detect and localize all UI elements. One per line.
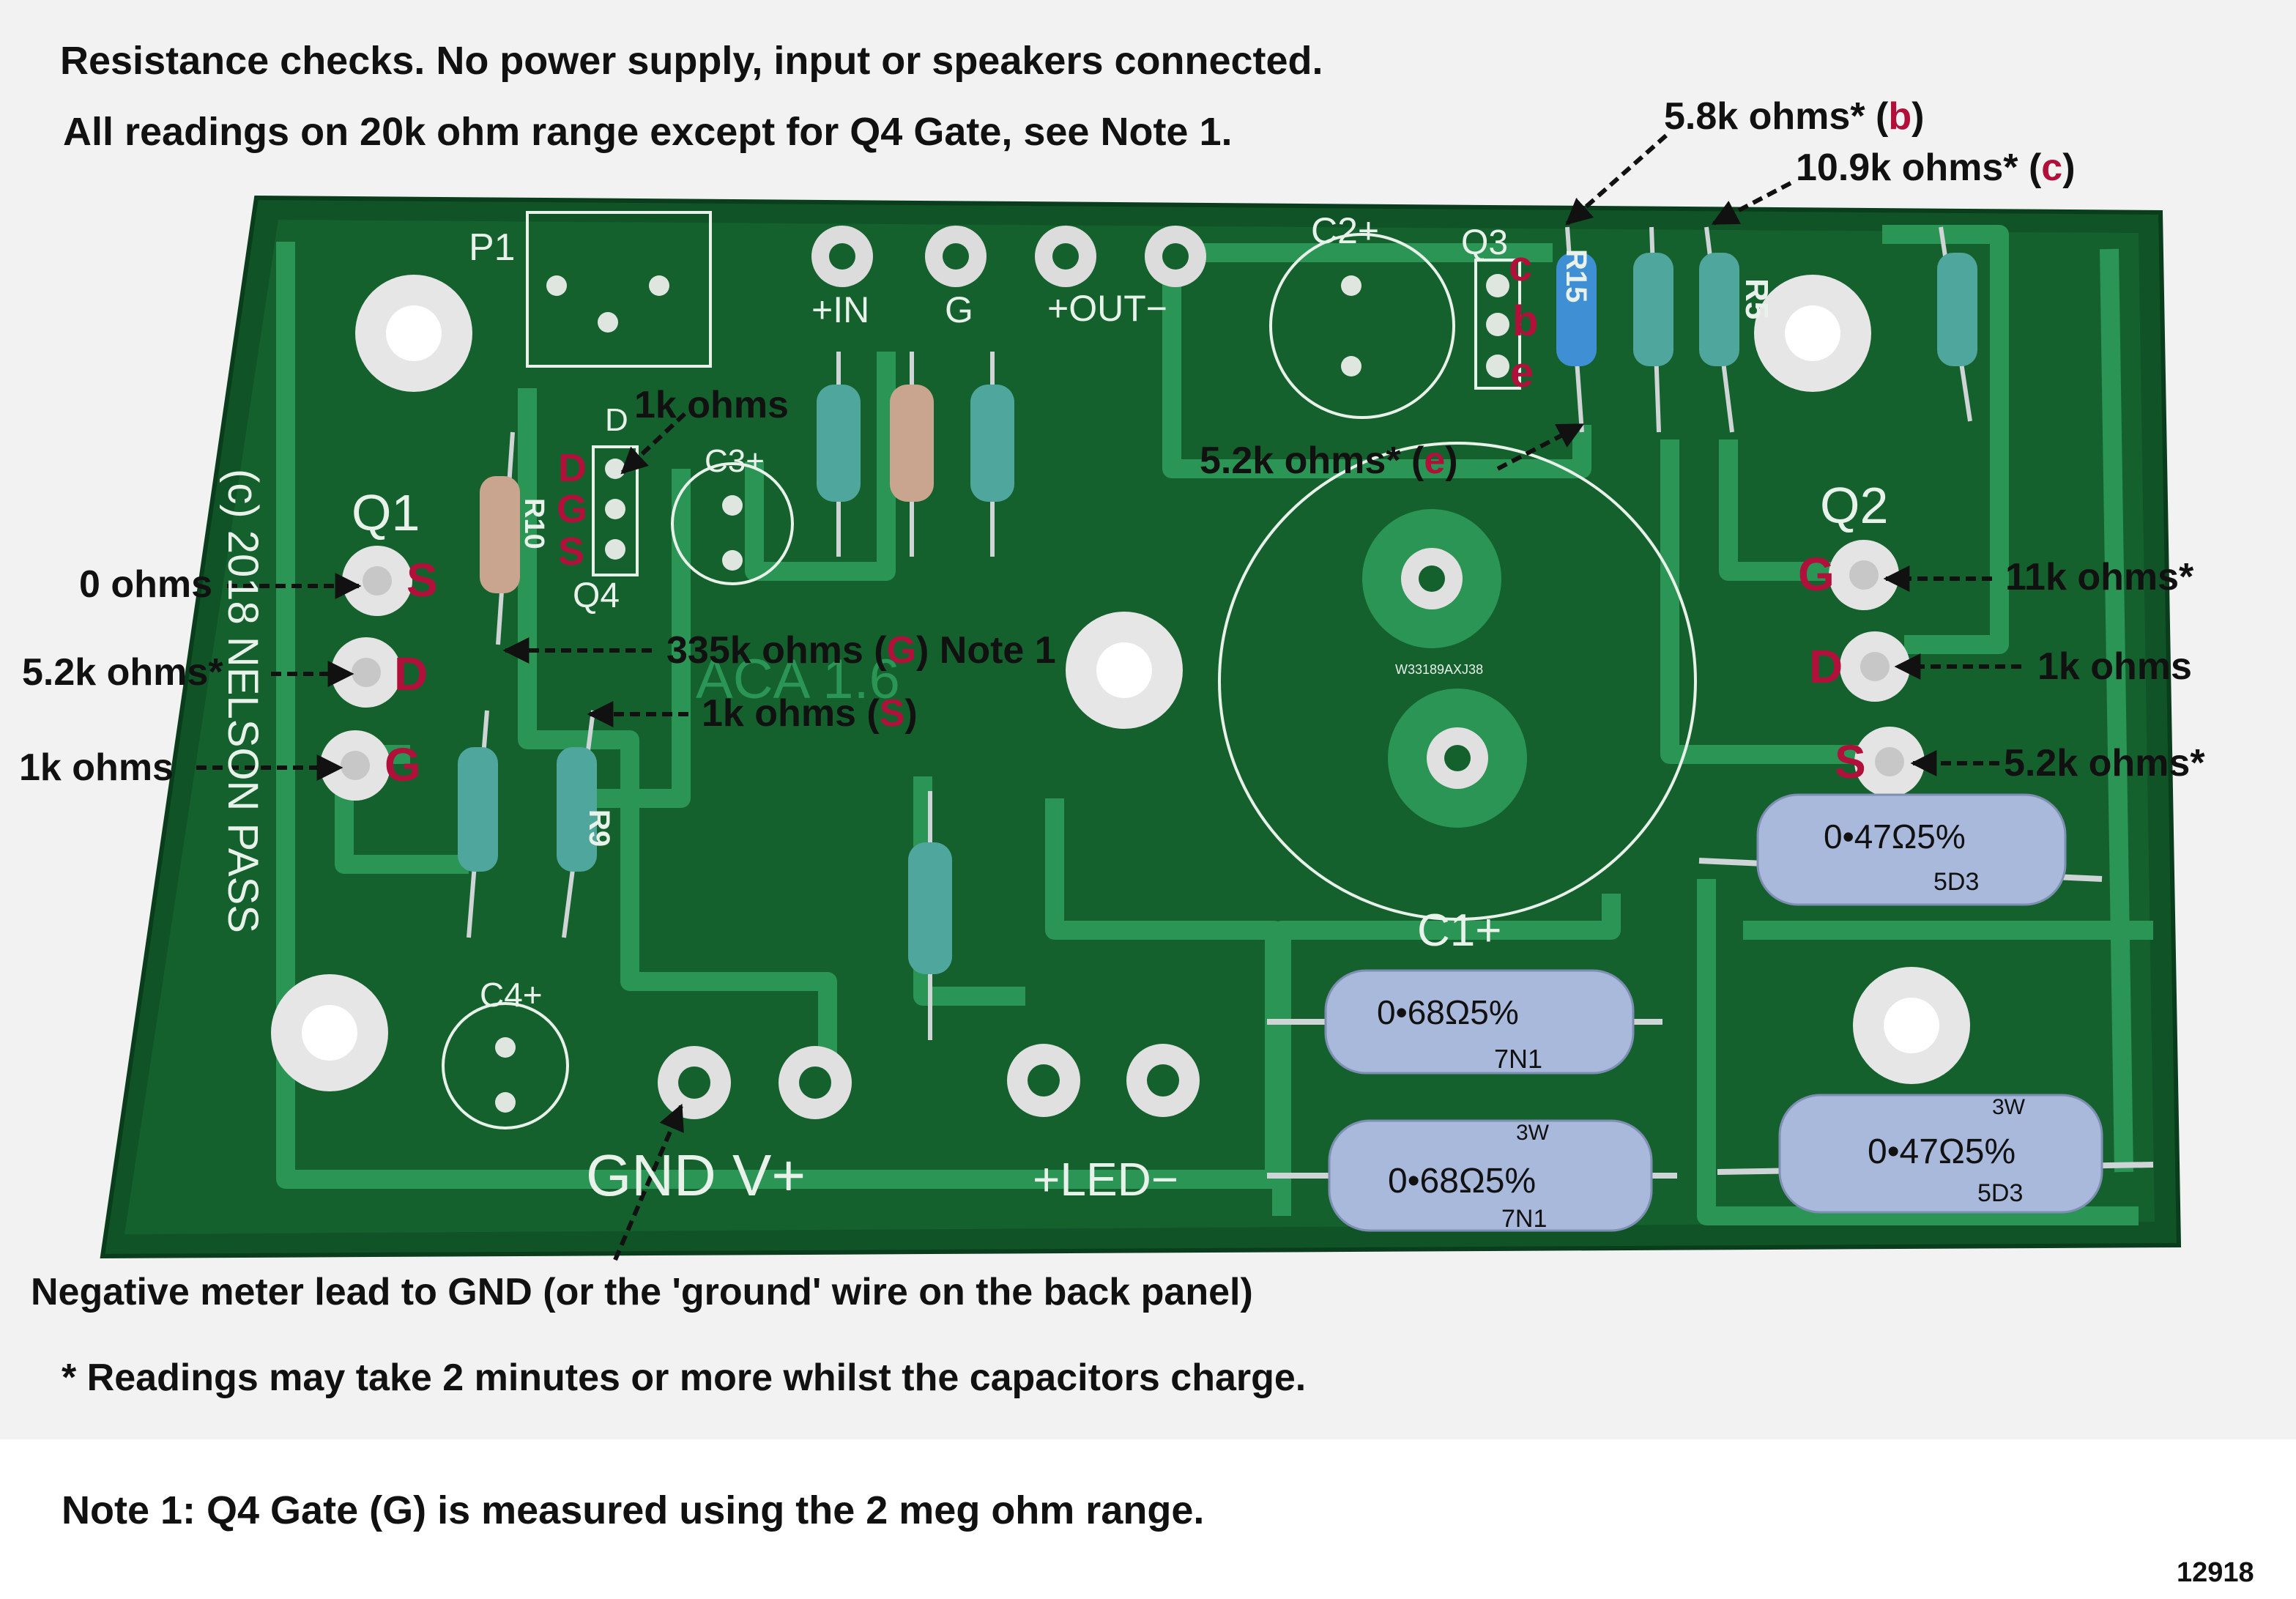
note-1: Note 1: Q4 Gate (G) is measured using th…: [62, 1488, 1205, 1532]
negative-lead-instruction: Negative meter lead to GND (or the 'grou…: [31, 1271, 1253, 1313]
silk-c3: C3+: [705, 443, 765, 479]
silk-r10: R10: [519, 498, 549, 549]
power-resistor-1-value: 0•68Ω5%: [1377, 993, 1519, 1031]
power-resistor-3-value: 0•47Ω5%: [1824, 817, 1966, 856]
power-resistor-4-rating: 3W: [1992, 1095, 2025, 1119]
q1-pin-d: D: [394, 648, 428, 700]
reading-q3-base-prefix: 5.8k ohms* (: [1664, 95, 1889, 138]
power-resistor-4-code: 5D3: [1977, 1179, 2024, 1207]
silk-cap-code: W33189AXJ38: [1395, 662, 1484, 677]
reading-q3-emitter: 5.2k ohms* (e): [1200, 442, 1458, 480]
resistor-bodies: [458, 253, 1977, 974]
mounting-holes: [271, 275, 1970, 1091]
reading-q3-base: 5.8k ohms* (b): [1664, 97, 1924, 136]
reading-q4-gate-suffix: ) Note 1: [916, 629, 1056, 672]
silk-out: +OUT−: [1047, 288, 1167, 329]
q4-pin-g: G: [557, 487, 588, 531]
pcb-board: [100, 133, 2182, 1261]
reading-q3-collector-suffix: ): [2062, 146, 2076, 189]
note-bar: [0, 1439, 2296, 1599]
reading-q4-source-letter: S: [879, 692, 905, 735]
reading-q2-drain: 1k ohms: [2037, 645, 2192, 688]
power-resistor-2-value: 0•68Ω5%: [1388, 1162, 1537, 1201]
charge-footnote: * Readings may take 2 minutes or more wh…: [62, 1357, 1307, 1399]
q4-pin-s: S: [558, 530, 585, 574]
c4-footprint: [442, 1002, 569, 1129]
power-resistor-1-code: 7N1: [1494, 1044, 1543, 1074]
silk-r5: R5: [1739, 278, 1775, 320]
bottom-pads: [658, 1044, 1200, 1119]
c3-footprint: [671, 462, 794, 585]
reading-q4-gate-letter: G: [886, 629, 917, 672]
reading-q1-source: 0 ohms: [79, 563, 213, 606]
q4-footprint: [592, 445, 639, 576]
reading-q3-collector-letter: c: [2041, 146, 2063, 189]
silk-q3: Q3: [1461, 223, 1509, 262]
silk-c4: C4+: [480, 976, 543, 1014]
silk-q2: Q2: [1820, 477, 1889, 534]
q3-pin-c: c: [1509, 242, 1533, 290]
silk-p1: P1: [469, 226, 516, 269]
silk-gnd-v: GND V+: [586, 1143, 806, 1208]
silk-g: G: [945, 289, 973, 330]
header-line-1: Resistance checks. No power supply, inpu…: [60, 39, 1323, 83]
reading-q4-source-suffix: ): [904, 692, 918, 735]
reading-q3-collector: 10.9k ohms* (c): [1796, 149, 2076, 187]
silk-c1: C1+: [1417, 905, 1502, 956]
silk-c2: C2+: [1311, 210, 1380, 251]
pointer-arrows: [196, 133, 2021, 1261]
reading-q4-gate-prefix: 335k ohms (: [666, 629, 887, 672]
c2-footprint: [1269, 233, 1455, 419]
q2-pin-d: D: [1809, 640, 1843, 693]
reading-q4-gate: 335k ohms (G) Note 1: [666, 631, 1056, 669]
reading-q3-collector-prefix: 10.9k ohms* (: [1796, 146, 2042, 189]
header-line-2: All readings on 20k ohm range except for…: [63, 110, 1233, 154]
reading-q1-gate: 1k ohms: [19, 746, 174, 789]
reading-q3-base-letter: b: [1888, 95, 1912, 138]
reading-q4-drain: 1k ohms: [634, 384, 789, 426]
reading-q4-source-prefix: 1k ohms (: [702, 692, 880, 735]
q2-pin-g: G: [1798, 548, 1835, 601]
silk-copyright: (c) 2018 NELSON PASS: [219, 469, 267, 933]
power-resistor-2-code: 7N1: [1501, 1205, 1548, 1233]
power-resistor-4-value: 0•47Ω5%: [1868, 1132, 2016, 1171]
reading-q3-emitter-prefix: 5.2k ohms* (: [1200, 439, 1424, 482]
image-code: 12918: [2177, 1557, 2254, 1588]
q3-pin-b: b: [1512, 297, 1539, 345]
p1-footprint: [526, 211, 712, 368]
silk-board-name: ACA 1.6: [696, 648, 900, 711]
io-pads: [811, 226, 1206, 287]
power-resistor-2-rating: 3W: [1516, 1121, 1549, 1145]
q1-pin-g: G: [384, 738, 421, 791]
q2-pin-s: S: [1835, 735, 1866, 788]
silk-in: +IN: [811, 289, 870, 330]
silk-r9: R9: [583, 809, 615, 847]
q1-pin-s: S: [406, 554, 438, 606]
reading-q3-emitter-suffix: ): [1445, 439, 1458, 482]
silk-r15: R15: [1560, 249, 1592, 303]
silk-d: D: [605, 402, 628, 438]
silk-q4: Q4: [573, 576, 620, 615]
reading-q2-gate: 11k ohms*: [2005, 556, 2194, 598]
power-resistors: [1267, 793, 2154, 1232]
power-resistor-3-code: 5D3: [1933, 868, 1980, 896]
reading-q3-base-suffix: ): [1912, 95, 1925, 138]
c1-footprint: [1218, 442, 1697, 921]
silk-led: +LED−: [1033, 1153, 1179, 1206]
q3-footprint: [1474, 259, 1521, 390]
reading-q4-source: 1k ohms (S): [702, 694, 918, 732]
reading-q1-drain: 5.2k ohms*: [22, 651, 223, 694]
q3-pin-e: e: [1510, 349, 1534, 396]
q4-pin-d: D: [558, 446, 587, 490]
reading-q2-source: 5.2k ohms*: [2004, 742, 2205, 784]
reading-q3-emitter-letter: e: [1424, 439, 1446, 482]
silk-q1: Q1: [352, 484, 420, 541]
